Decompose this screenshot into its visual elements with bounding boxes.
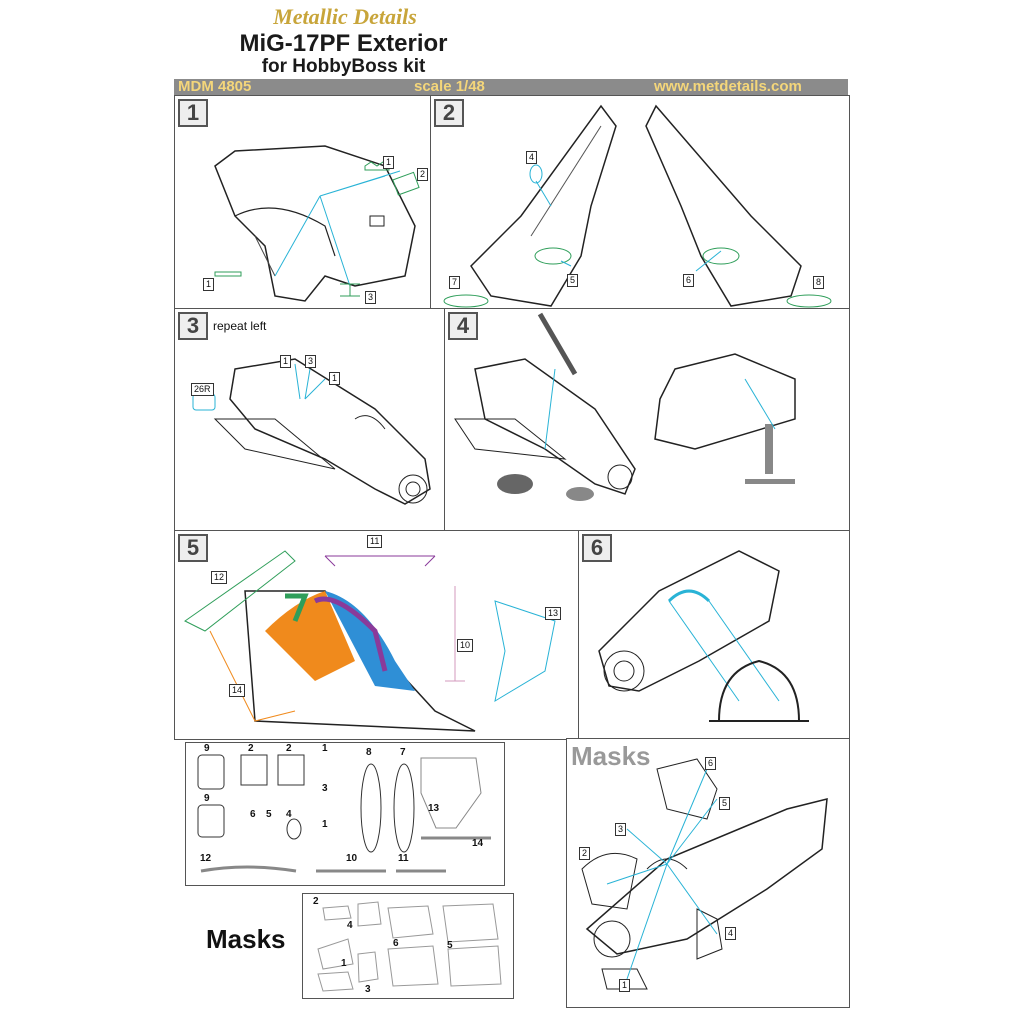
step-number: 2 [434,99,464,127]
fuselage-drawing [214,145,420,302]
part-label: 1 [280,355,292,368]
step-number: 3 [178,312,208,340]
step-panel-3: 3 repeat left 1 3 1 26R [174,308,446,532]
fuselage-side-drawing [192,358,431,505]
product-code: MDM 4805 [178,78,252,95]
part-label: 2 [286,743,292,754]
step-number: 4 [448,312,478,340]
part-label: 2 [417,168,429,181]
scale-label: scale 1/48 [414,78,485,95]
part-label: 5 [447,940,453,951]
part-label: 6 [250,809,256,820]
canopy-frame-drawing [184,550,556,732]
step-panel-2: 2 4 7 5 6 8 [430,95,850,310]
part-label: 6 [393,938,399,949]
masks-placement-panel: Masks 6 5 3 2 4 1 [566,738,850,1008]
step-panel-1: 1 1 2 1 3 [174,95,432,310]
step-number: 6 [582,534,612,562]
part-label: 7 [449,276,461,289]
part-label: 6 [705,757,717,770]
part-label: 4 [725,927,737,940]
part-label: 3 [322,783,328,794]
masks-placement-drawing [581,758,828,990]
part-label: 1 [329,372,341,385]
part-label: 26R [191,383,214,396]
part-label: 8 [813,276,825,289]
part-label: 10 [346,853,358,864]
part-label: 11 [398,853,409,864]
part-label: 4 [347,920,353,931]
part-label: 4 [286,809,292,820]
part-label: 2 [579,847,591,860]
part-label: 5 [266,809,272,820]
part-label: 7 [400,747,406,758]
website-url: www.metdetails.com [654,78,802,95]
part-label: 8 [366,747,372,758]
repeat-note: repeat left [213,319,267,333]
part-label: 1 [322,819,328,830]
photo-etch-fret: 9 2 2 1 8 7 9 6 5 4 3 1 13 14 12 10 11 [185,742,505,886]
mask-sheet-heading: Masks [206,924,286,954]
page-subtitle: for HobbyBoss kit [261,56,426,77]
part-label: 14 [229,684,246,697]
fret-parts-drawing [197,754,491,873]
part-label: 12 [200,853,212,864]
cockpit-parts-drawing [454,312,796,501]
part-label: 1 [203,278,215,291]
mask-sheet-shapes [317,901,502,992]
step-number: 5 [178,534,208,562]
part-label: 3 [615,823,627,836]
mask-sheet: 2 4 6 5 1 3 [302,893,514,999]
step-panel-6: 6 [578,530,850,740]
part-label: 3 [305,355,317,368]
part-label: 1 [322,743,328,754]
page-title: MiG-17PF Exterior [239,30,448,57]
part-label: 11 [367,535,383,548]
part-label: 1 [619,979,631,992]
part-label: 5 [567,274,579,287]
part-label: 5 [719,797,731,810]
step-panel-4: 4 [444,308,850,532]
part-label: 4 [526,151,538,164]
part-label: 1 [341,958,347,969]
part-label: 1 [383,156,395,169]
part-label: 2 [313,896,319,907]
part-label: 2 [248,743,254,754]
part-label: 12 [211,571,228,584]
part-label: 14 [472,838,484,849]
part-label: 13 [545,607,562,620]
part-label: 10 [457,639,474,652]
nose-drawing [598,550,809,722]
tail-fins-drawing [443,104,832,308]
part-label: 6 [683,274,695,287]
step-number: 1 [178,99,208,127]
part-label: 3 [365,984,371,995]
part-label: 13 [428,803,440,814]
part-label: 9 [204,743,210,754]
part-label: 9 [204,793,210,804]
step-panel-5: 5 11 12 10 13 14 [174,530,580,740]
info-bar: MDM 4805 scale 1/48 www.metdetails.com [174,78,848,95]
part-label: 3 [365,291,377,304]
masks-heading: Masks [571,741,651,771]
brand-logo: Metallic Details [273,4,417,29]
